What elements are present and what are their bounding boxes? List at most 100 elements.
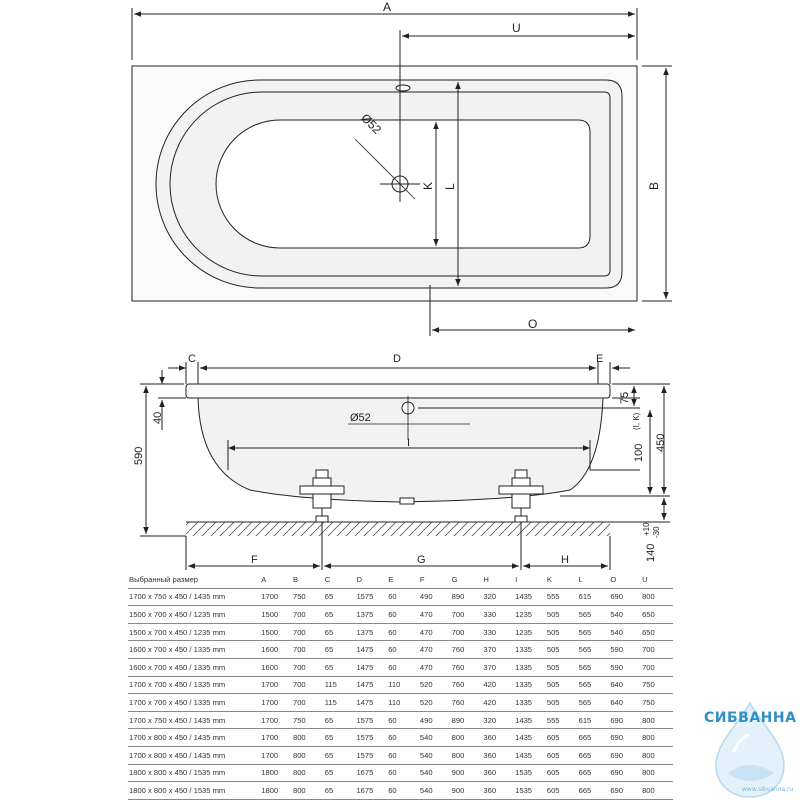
value-cell: 110 (387, 693, 419, 712)
size-cell: 1800 x 800 x 450 / 1535 mm (128, 764, 261, 783)
size-cell: 1700 x 700 x 450 / 1335 mm (128, 676, 261, 695)
dim-75-label: 75 (619, 392, 631, 404)
size-cell: 1500 x 700 x 450 / 1235 mm (128, 605, 261, 624)
value-cell: 490 (418, 711, 451, 730)
value-cell: 540 (418, 728, 451, 747)
value-cell: 360 (482, 764, 515, 783)
value-cell: 1475 (355, 676, 388, 695)
value-cell: 1535 (514, 781, 546, 800)
value-cell: 590 (609, 658, 642, 677)
value-cell: 750 (291, 588, 324, 607)
value-cell: 555 (545, 588, 578, 607)
value-cell: 665 (577, 764, 610, 783)
value-cell: 65 (323, 605, 356, 624)
technical-drawing: A U B L K O Ø52 (131, 0, 672, 570)
overflow-slot (395, 84, 411, 92)
value-cell: 60 (387, 640, 419, 659)
value-cell: 760 (450, 640, 483, 659)
dim-450-label: 450 (655, 434, 667, 452)
dim-h-label: H (561, 554, 569, 566)
value-cell: 540 (609, 623, 642, 642)
value-cell: 800 (450, 728, 483, 747)
value-cell: 1435 (514, 588, 546, 607)
value-cell: 700 (291, 693, 324, 712)
value-cell: 800 (291, 746, 324, 765)
value-cell: 1575 (355, 711, 388, 730)
value-cell: 420 (482, 693, 515, 712)
size-cell: 1600 x 700 x 450 / 1335 mm (128, 640, 261, 659)
value-cell: 330 (482, 623, 515, 642)
value-cell: E (387, 571, 419, 589)
value-cell: 750 (641, 676, 673, 695)
logo-url: www.sibvanna.ru (742, 786, 794, 793)
value-cell: 320 (482, 588, 515, 607)
value-cell: 540 (418, 764, 451, 783)
value-cell: 420 (482, 676, 515, 695)
floor-hatch (186, 522, 610, 536)
dim-40-label: 40 (152, 412, 164, 424)
size-cell: 1600 x 700 x 450 / 1335 mm (128, 658, 261, 677)
value-cell: 800 (291, 728, 324, 747)
value-cell: G (450, 571, 483, 589)
value-cell: 470 (418, 605, 451, 624)
value-cell: 800 (641, 588, 673, 607)
value-cell: 565 (577, 676, 610, 695)
value-cell: 60 (387, 728, 419, 747)
value-cell: 65 (323, 658, 356, 677)
value-cell: 1575 (355, 746, 388, 765)
value-cell: 700 (291, 658, 324, 677)
value-cell: 700 (291, 640, 324, 659)
value-cell: 110 (387, 676, 419, 695)
value-cell: 690 (609, 728, 642, 747)
value-cell: 640 (609, 693, 642, 712)
value-cell: 800 (641, 764, 673, 783)
size-cell: 1700 x 750 x 450 / 1435 mm (128, 711, 261, 730)
value-cell: 890 (450, 711, 483, 730)
value-cell: 760 (450, 693, 483, 712)
dim-l-label: L (443, 183, 457, 190)
value-cell: 115 (323, 676, 356, 695)
value-cell: 1535 (514, 764, 546, 783)
value-cell: 665 (577, 781, 610, 800)
value-cell: 1700 (260, 588, 292, 607)
logo-water-drop (715, 701, 785, 798)
value-cell: 60 (387, 658, 419, 677)
value-cell: 1700 (260, 711, 292, 730)
value-cell: K (545, 571, 578, 589)
value-cell: 60 (387, 623, 419, 642)
value-cell: H (482, 571, 515, 589)
size-cell: 1700 x 750 x 450 / 1435 mm (128, 588, 261, 607)
value-cell: 700 (450, 623, 483, 642)
value-cell: 665 (577, 728, 610, 747)
value-cell: 565 (577, 693, 610, 712)
value-cell: 505 (545, 605, 578, 624)
value-cell: 1700 (260, 693, 292, 712)
value-cell: 565 (577, 623, 610, 642)
value-cell: 65 (323, 588, 356, 607)
value-cell: 330 (482, 605, 515, 624)
size-cell: 1800 x 800 x 450 / 1535 mm (128, 781, 261, 800)
dim-d-label: D (393, 353, 401, 365)
dim-g-label: G (417, 554, 426, 566)
value-cell: 505 (545, 693, 578, 712)
value-cell: 65 (323, 728, 356, 747)
value-cell: 65 (323, 640, 356, 659)
dim-f-label: F (251, 554, 258, 566)
value-cell: 1335 (514, 693, 546, 712)
dim-100-sub-label: (I, K) (632, 412, 641, 430)
value-cell: 540 (418, 746, 451, 765)
drain-outlet (399, 497, 415, 505)
value-cell: 60 (387, 746, 419, 765)
value-cell: 505 (545, 676, 578, 695)
value-cell: 520 (418, 676, 451, 695)
value-cell: 750 (641, 693, 673, 712)
value-cell: 800 (641, 746, 673, 765)
